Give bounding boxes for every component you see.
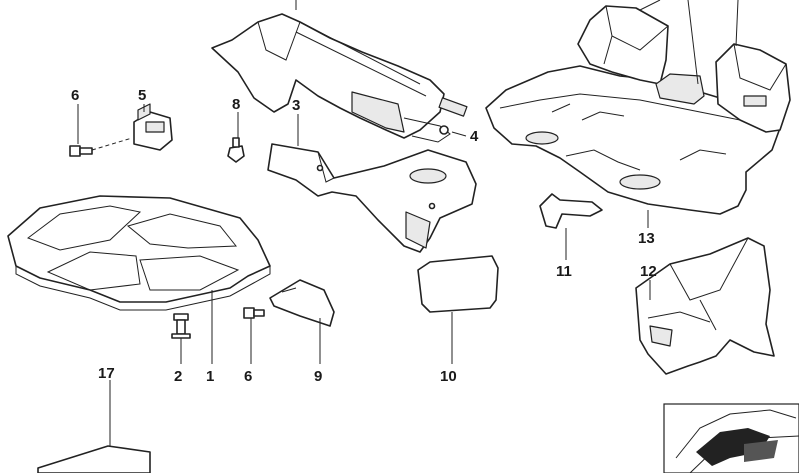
part-side-panel-16 (715, 43, 791, 133)
part-shield-plate (269, 279, 335, 327)
callout-17: 17 (98, 365, 115, 382)
callout-12: 12 (640, 263, 657, 280)
callout-5: 5 (138, 87, 146, 104)
part-tunnel-shield (267, 143, 477, 253)
part-clip-rivet (171, 313, 191, 339)
leader-lines (77, 0, 739, 446)
part-sheet (37, 445, 151, 473)
callout-2: 2 (174, 368, 182, 385)
callout-6-left: 6 (71, 87, 79, 104)
part-insulation-mat (7, 195, 271, 311)
part-cowl-panel (211, 13, 468, 143)
callout-4: 4 (470, 128, 479, 145)
callout-13: 13 (638, 230, 655, 247)
part-screw-right (243, 307, 265, 319)
part-screw-left (69, 145, 93, 157)
part-trim-panel-15 (655, 73, 705, 105)
part-floor-carpet (485, 65, 781, 215)
vehicle-locator-thumbnail (663, 403, 799, 473)
part-bracket-clip (91, 103, 173, 151)
callout-9: 9 (314, 368, 322, 385)
callout-11: 11 (556, 263, 572, 280)
part-push-nut (227, 137, 245, 163)
part-rear-panel-14 (577, 5, 669, 85)
part-pad (417, 255, 499, 313)
callout-6-right: 6 (244, 368, 252, 385)
part-small-trim (539, 193, 603, 229)
callout-8: 8 (232, 96, 240, 113)
callout-1: 1 (206, 368, 214, 385)
callout-10: 10 (440, 368, 457, 385)
callout-3: 3 (292, 97, 300, 114)
part-side-insulation (635, 237, 775, 375)
callout-labels: 6 5 8 3 4 2 1 6 9 10 11 13 12 17 (71, 87, 657, 385)
